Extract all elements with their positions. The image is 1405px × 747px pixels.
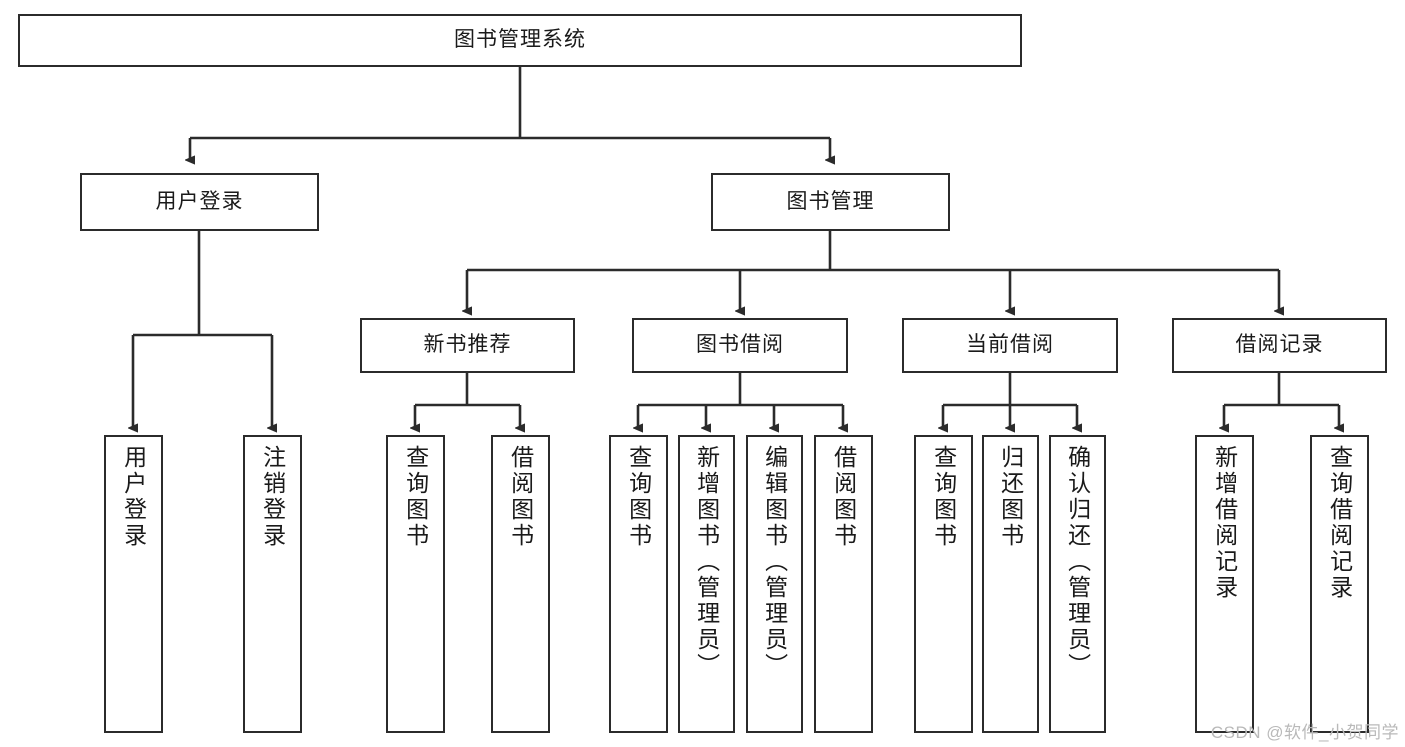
leaf-book-borrow-add-book-admin[interactable]: 新增图书（管理员） [678, 435, 735, 733]
leaf-user-login-login[interactable]: 用户登录 [104, 435, 163, 733]
node-root-book-management-system[interactable]: 图书管理系统 [18, 14, 1022, 67]
node-label: 图书管理系统 [454, 28, 586, 52]
node-label: 当前借阅 [966, 333, 1054, 357]
node-label: 确认归还（管理员） [1064, 445, 1091, 679]
node-label: 新增借阅记录 [1211, 445, 1238, 601]
leaf-current-borrow-query-book[interactable]: 查询图书 [914, 435, 973, 733]
node-label: 用户登录 [120, 445, 147, 549]
node-label: 新书推荐 [423, 333, 512, 357]
leaf-new-book-query-book[interactable]: 查询图书 [386, 435, 445, 733]
node-label: 用户登录 [155, 189, 244, 213]
node-user-login[interactable]: 用户登录 [80, 173, 319, 231]
node-label: 查询借阅记录 [1326, 445, 1353, 601]
node-current-borrow[interactable]: 当前借阅 [902, 318, 1118, 373]
leaf-current-borrow-confirm-return-admin[interactable]: 确认归还（管理员） [1049, 435, 1106, 733]
node-label: 查询图书 [625, 445, 652, 549]
node-borrow-record[interactable]: 借阅记录 [1172, 318, 1387, 373]
node-label: 归还图书 [997, 445, 1024, 549]
node-book-management[interactable]: 图书管理 [711, 173, 950, 231]
node-label: 注销登录 [259, 445, 286, 549]
node-label: 查询图书 [402, 445, 429, 549]
leaf-book-borrow-query-book[interactable]: 查询图书 [609, 435, 668, 733]
leaf-new-book-borrow-book[interactable]: 借阅图书 [491, 435, 550, 733]
leaf-current-borrow-return-book[interactable]: 归还图书 [982, 435, 1039, 733]
node-label: 图书借阅 [696, 333, 784, 357]
watermark-text: CSDN @软件_小贺同学 [1210, 723, 1399, 742]
leaf-book-borrow-borrow-book[interactable]: 借阅图书 [814, 435, 873, 733]
leaf-user-login-logout[interactable]: 注销登录 [243, 435, 302, 733]
node-label: 借阅图书 [507, 445, 534, 549]
node-label: 编辑图书（管理员） [761, 445, 788, 679]
node-label: 图书管理 [786, 189, 875, 213]
node-label: 新增图书（管理员） [693, 445, 720, 679]
node-label: 查询图书 [930, 445, 957, 549]
node-label: 借阅图书 [830, 445, 857, 549]
leaf-borrow-record-query-record[interactable]: 查询借阅记录 [1310, 435, 1369, 733]
node-label: 借阅记录 [1235, 333, 1324, 357]
leaf-book-borrow-edit-book-admin[interactable]: 编辑图书（管理员） [746, 435, 803, 733]
node-new-book-recommend[interactable]: 新书推荐 [360, 318, 575, 373]
leaf-borrow-record-add-record[interactable]: 新增借阅记录 [1195, 435, 1254, 733]
node-book-borrow[interactable]: 图书借阅 [632, 318, 848, 373]
